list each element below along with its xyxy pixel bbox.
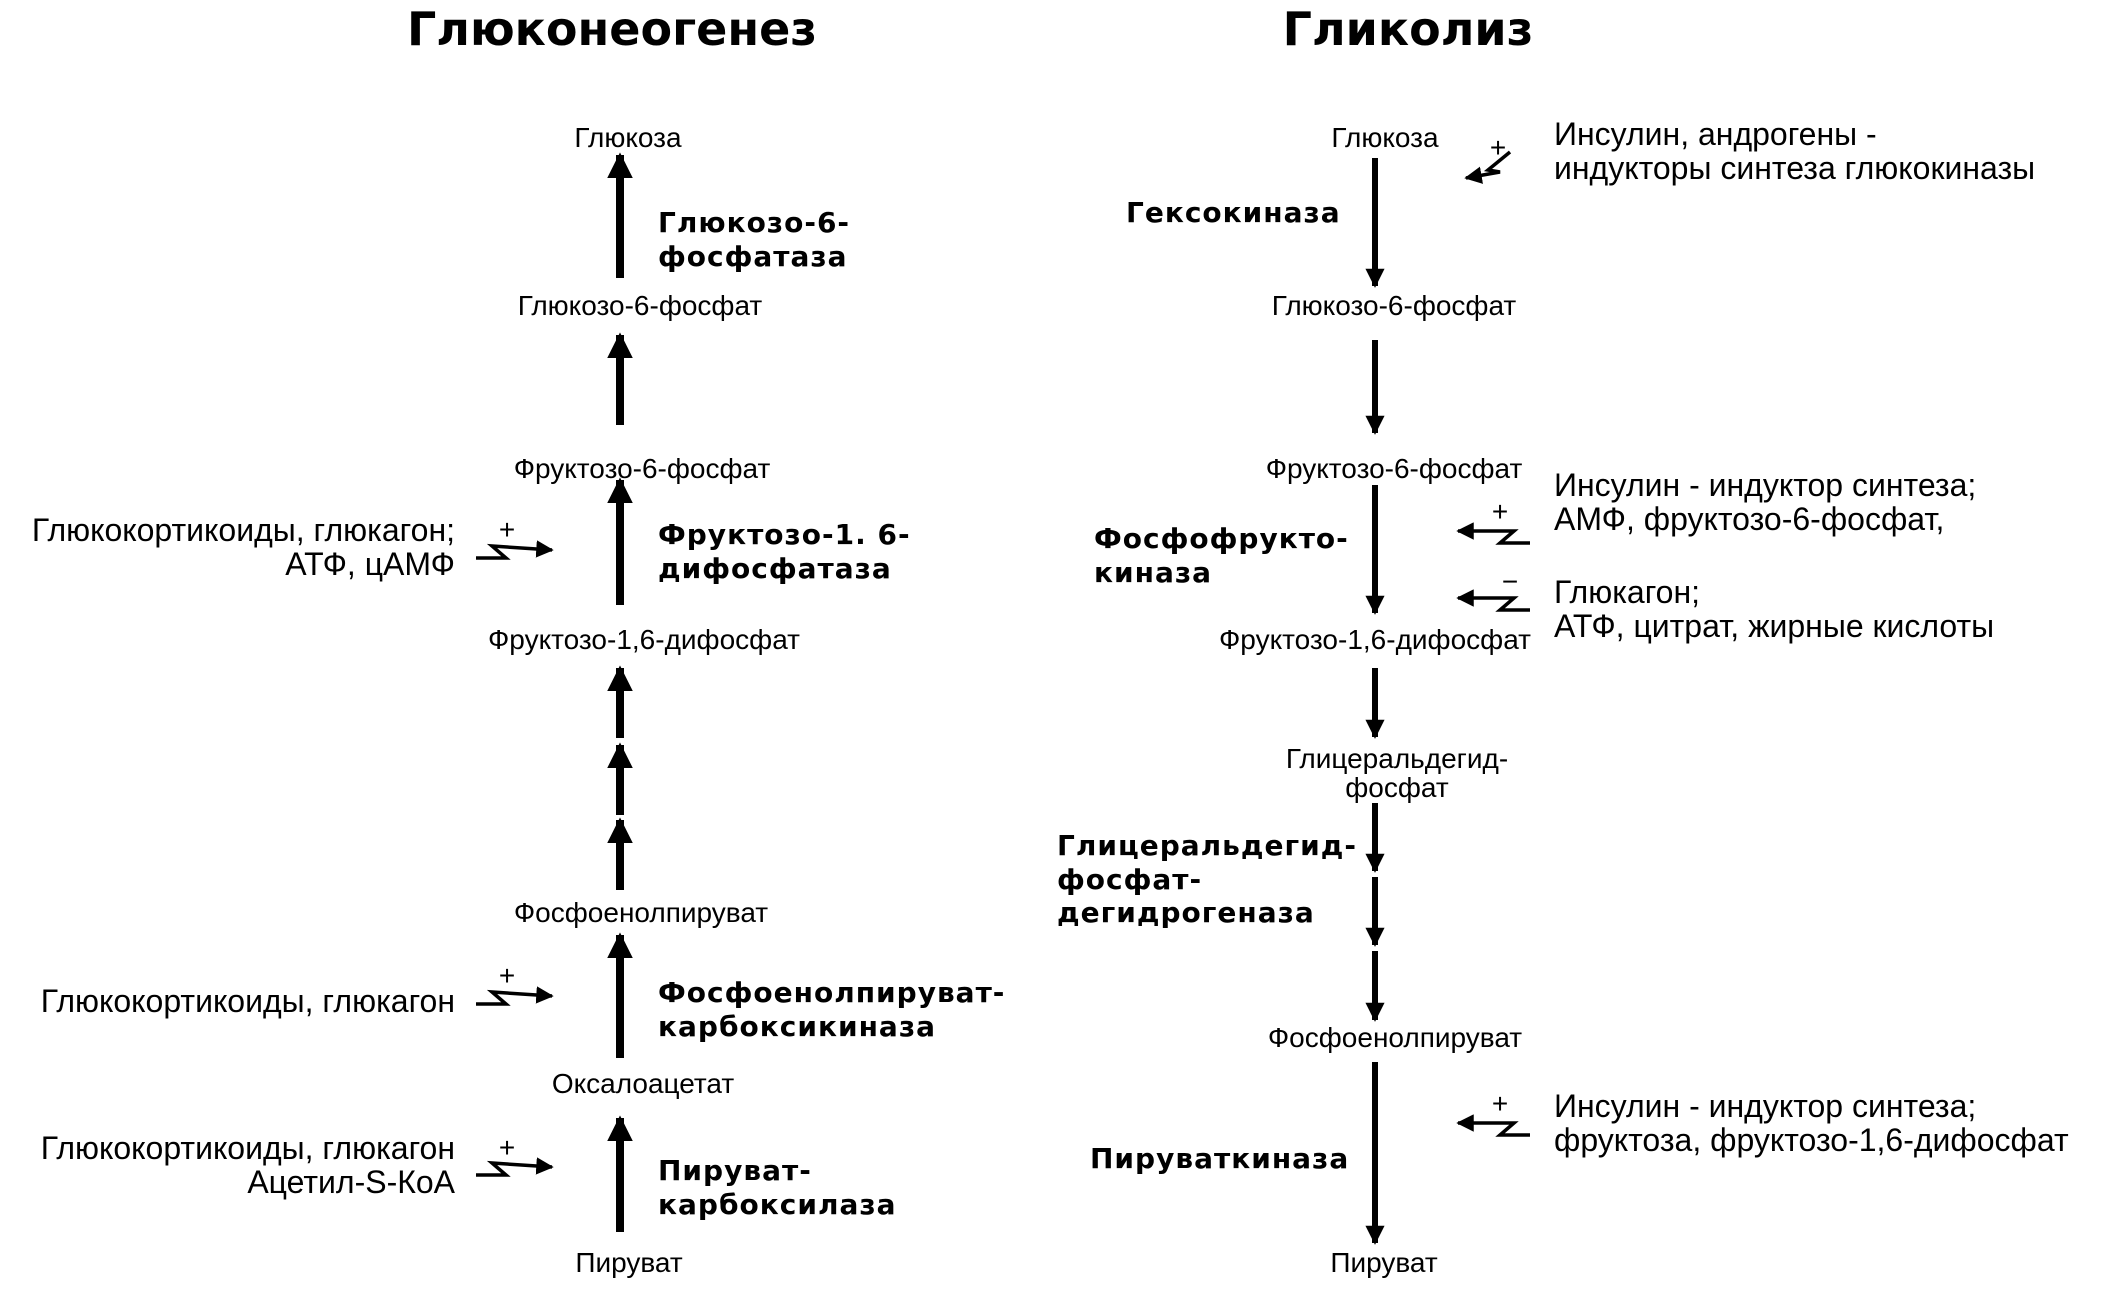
gly-sign-hexokinase: + <box>1489 132 1507 163</box>
regulation-arrow-pfk-positive <box>1456 522 1530 545</box>
gng-metabolite-pyruvate: Пируват <box>575 1247 683 1278</box>
gng-sign-pc: + <box>498 1132 516 1163</box>
gly-enzyme-pfk: Фосфофрукто- киназа <box>1094 522 1349 589</box>
gng-metabolite-glucose: Глюкоза <box>574 122 682 153</box>
gly-metabolite-glucose: Глюкоза <box>1331 122 1439 153</box>
gly-metabolite-g6p: Глюкозо-6-фосфат <box>1271 290 1517 321</box>
glycolysis-regulation-arrows <box>1456 150 1530 1137</box>
gng-metabolite-f16bp: Фруктозо-1,6-дифосфат <box>488 624 800 655</box>
gng-enzyme-fbpase: Фруктозо-1. 6- дифосфатаза <box>658 518 911 585</box>
gng-sign-fbpase: + <box>498 514 516 545</box>
gly-metabolite-g3p: Глицеральдегид- фосфат <box>1285 743 1509 804</box>
gng-regulator-pc: Глюкокортикоиды, глюкагон Ацетил-S-КоА <box>40 1130 455 1200</box>
gly-regulator-hexokinase: Инсулин, андрогены - индукторы синтеза г… <box>1554 116 2036 186</box>
gly-sign-pfk-negative: − <box>1501 566 1519 597</box>
gng-metabolite-oxaloacetate: Оксалоацетат <box>551 1068 735 1099</box>
gly-sign-pk: + <box>1491 1088 1509 1119</box>
gng-metabolite-pep: Фосфоенолпируват <box>513 897 769 928</box>
title-glycolysis: Гликолиз <box>1282 2 1534 56</box>
gly-enzyme-pk: Пируваткиназа <box>1090 1142 1350 1175</box>
regulation-arrow-hexokinase <box>1464 150 1512 184</box>
gng-enzyme-pc: Пируват- карбоксилаза <box>658 1154 897 1221</box>
gng-metabolite-f6p: Фруктозо-6-фосфат <box>513 453 771 484</box>
regulation-arrow-pk <box>1456 1114 1530 1137</box>
gly-regulator-pfk-positive: Инсулин - индуктор синтеза; АМФ, фруктоз… <box>1554 467 1977 537</box>
gluconeogenesis-regulation-arrows <box>476 540 554 1177</box>
gly-regulator-pfk-negative: Глюкагон; АТФ, цитрат, жирные кислоты <box>1554 574 1995 644</box>
gly-metabolite-pep: Фосфоенолпируват <box>1267 1022 1523 1053</box>
regulation-arrow-fbpase <box>476 540 554 560</box>
gng-sign-pepck: + <box>498 960 516 991</box>
regulation-arrow-pfk-negative <box>1456 589 1530 612</box>
gly-enzyme-hexokinase: Гексокиназа <box>1126 196 1341 229</box>
title-gluconeogenesis: Глюконеогенез <box>406 2 818 56</box>
gng-enzyme-g6pase: Глюкозо-6- фосфатаза <box>658 206 851 273</box>
gng-enzyme-pepck: Фосфоенолпируват- карбоксикиназа <box>658 976 1006 1043</box>
gly-metabolite-f16bp: Фруктозо-1,6-дифосфат <box>1219 624 1531 655</box>
gly-regulator-pk: Инсулин - индуктор синтеза; фруктоза, фр… <box>1554 1088 2069 1158</box>
gly-metabolite-pyruvate: Пируват <box>1330 1247 1438 1278</box>
gly-metabolite-f6p: Фруктозо-6-фосфат <box>1265 453 1523 484</box>
gng-regulator-pepck: Глюкокортикоиды, глюкагон <box>40 983 455 1019</box>
regulation-arrow-pc <box>476 1157 554 1177</box>
gng-regulator-fbpase: Глюкокортикоиды, глюкагон; АТФ, цАМФ <box>31 512 455 582</box>
regulation-arrow-pepck <box>476 986 554 1006</box>
gly-enzyme-gapdh: Глицеральдегид- фосфат- дегидрогеназа <box>1057 829 1357 930</box>
gng-metabolite-g6p: Глюкозо-6-фосфат <box>517 290 763 321</box>
gly-sign-pfk-positive: + <box>1491 496 1509 527</box>
